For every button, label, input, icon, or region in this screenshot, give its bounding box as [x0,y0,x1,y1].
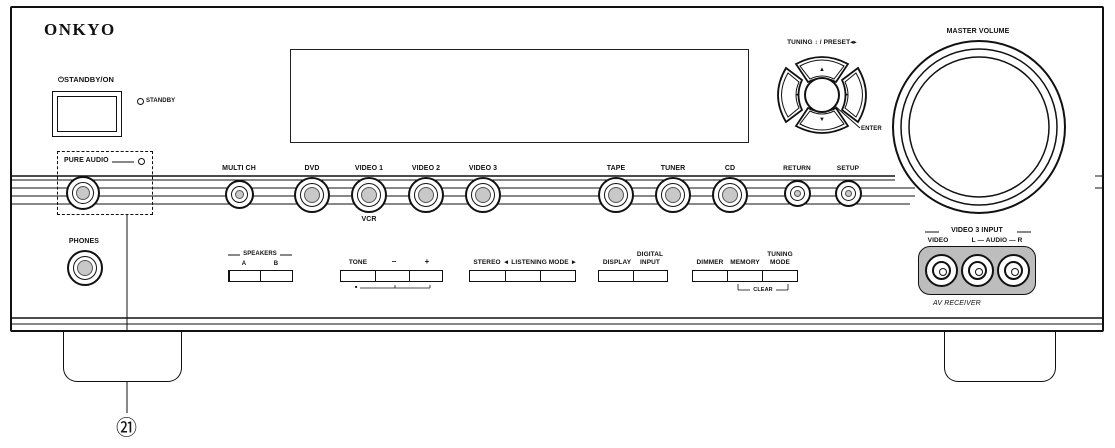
input-dvd-button[interactable] [294,177,330,213]
left-foot [63,332,182,382]
tone-buttons[interactable] [340,270,443,282]
video3-audio-l-jack[interactable] [961,254,994,287]
input-cd-button[interactable] [712,177,748,213]
input-video-1-sublabel: VCR [361,216,377,223]
input-cd-label: CD [724,165,736,172]
listening-divider-1 [505,270,507,282]
input-multi-ch-button[interactable] [225,180,254,209]
input-video-2-button[interactable] [408,177,444,213]
memory-label: MEMORY [730,259,760,266]
return-button[interactable] [784,180,811,207]
cursor-up-arrow-icon: ▲ [818,67,826,73]
pure-audio-label-line [112,161,134,163]
speakers-label: SPEAKERS [243,251,277,257]
standby-on-label: ⏻STANDBY/ON [58,75,115,84]
input-dvd-label: DVD [304,165,320,172]
tone-minus-label: – [391,257,397,266]
tone-divider-2 [409,270,411,282]
pure-audio-led [138,158,145,165]
phones-jack[interactable] [67,250,103,286]
enter-label: ENTER [861,126,882,132]
cursor-down-arrow-icon: ▼ [818,117,826,123]
speakers-divider [260,270,262,282]
cursor-right-arrow-icon: ► [844,92,850,98]
input-video-2-label: VIDEO 2 [411,165,441,172]
enter-button[interactable] [804,77,840,113]
video3-audio-label: L — AUDIO — R [971,237,1023,244]
standby-indicator-label: STANDBY [146,98,176,104]
master-volume-label: MASTER VOLUME [946,28,1010,35]
listening-mode-buttons[interactable] [469,270,576,282]
tone-mark-icon: ■ [355,284,358,289]
speakers-bracket [228,254,292,256]
pure-audio-label: PURE AUDIO [64,157,109,164]
dimmer-label: DIMMER [696,259,724,266]
input-video-3-button[interactable] [465,177,501,213]
listening-divider-2 [540,270,542,282]
tone-plus-label: + [424,257,430,266]
return-label: RETURN [783,165,811,172]
input-tuner-button[interactable] [655,177,691,213]
tuning-mode-label: TUNING MODE [767,251,793,266]
video3-video-jack[interactable] [925,254,958,287]
input-video-1-button[interactable] [351,177,387,213]
tone-bracket [360,285,431,289]
setup-label: SETUP [836,165,860,172]
standby-indicator-led [137,98,144,105]
tone-label: TONE [348,259,368,266]
callout-number: ㉑ [116,417,138,440]
clear-bracket [737,284,789,291]
cursor-pad [777,56,867,134]
input-video-3-label: VIDEO 3 [468,165,498,172]
speakers-b-label: B [273,261,279,267]
right-foot [944,332,1056,382]
input-video-1-label: VIDEO 1 [354,165,384,172]
dimmer-divider-2 [762,270,764,282]
setup-button[interactable] [835,180,862,207]
master-volume-knob[interactable] [891,39,1067,215]
display-window [290,49,749,143]
tone-divider-1 [375,270,377,282]
display-label: DISPLAY [602,259,632,266]
listening-mode-label: ◄ LISTENING MODE ► [502,259,578,266]
input-tape-label: TAPE [606,165,626,172]
pure-audio-button[interactable] [66,176,100,210]
dimmer-divider-1 [727,270,729,282]
model-label: AV RECEIVER [933,300,981,307]
input-multi-ch-label: MULTI CH [222,165,256,172]
display-divider [633,270,635,282]
stereo-label: STEREO [473,259,501,266]
phones-label: PHONES [68,238,100,245]
pure-audio-callout-box [57,151,153,215]
brand-logo: ONKYO [44,20,116,39]
standby-on-button[interactable] [52,91,122,137]
speakers-a-label: A [241,261,247,267]
cursor-left-arrow-icon: ◄ [794,92,800,98]
video3-input-panel [918,246,1036,295]
input-tuner-label: TUNER [660,165,686,172]
clear-label: CLEAR [753,287,773,293]
video3-audio-r-jack[interactable] [997,254,1030,287]
dimmer-memory-tuning-buttons[interactable] [692,270,798,282]
video3-title-lines [925,231,1031,233]
video3-input-title: VIDEO 3 INPUT [951,227,1003,234]
tuning-preset-label: TUNING ↕ / PRESET◂▸ [787,39,857,46]
video3-video-label: VIDEO [927,237,949,244]
input-tape-button[interactable] [598,177,634,213]
digital-input-label: DIGITAL INPUT [636,251,664,266]
